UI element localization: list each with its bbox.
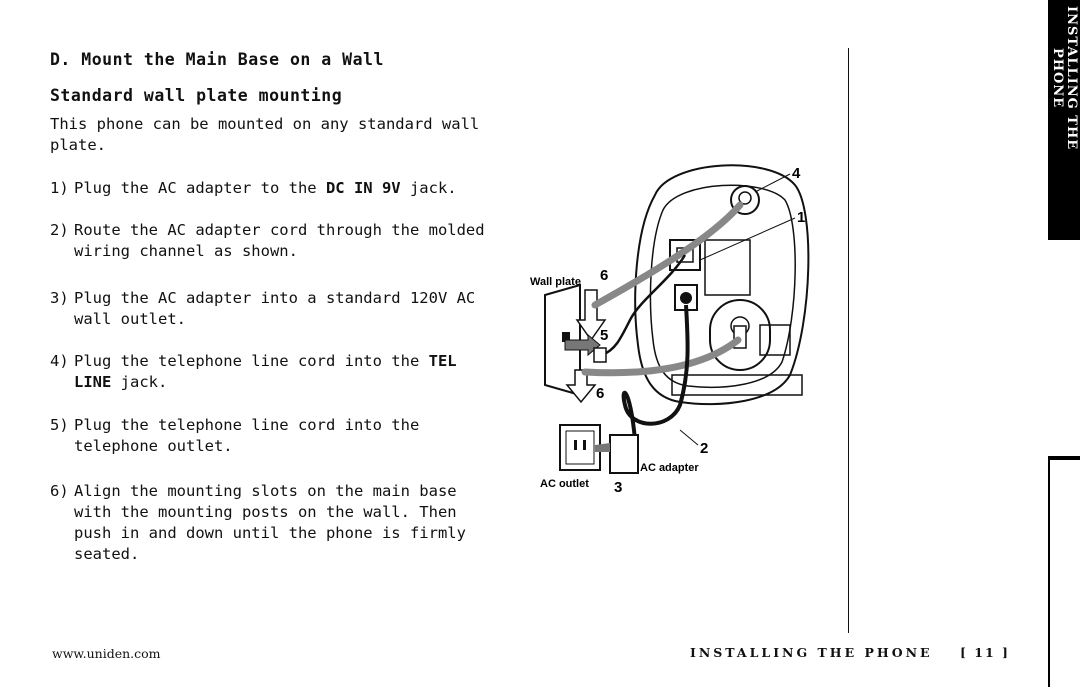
column-divider	[848, 48, 849, 633]
step-number: 2)	[50, 221, 69, 239]
step-text: Plug the telephone line cord into the te…	[74, 416, 420, 455]
callout-6-bottom: 6	[596, 385, 604, 402]
callout-5: 5	[600, 327, 608, 344]
callout-3: 3	[614, 479, 622, 496]
side-tab	[1048, 0, 1080, 240]
ac-adapter	[595, 434, 639, 474]
side-line	[1048, 460, 1050, 687]
jack-name: TEL LINE	[74, 352, 457, 391]
side-tab-label: INSTALLING THE PHONE	[1050, 6, 1079, 151]
step-4: 4) Plug the telephone line cord into the…	[50, 351, 500, 393]
phone-base-inner	[649, 184, 796, 388]
footer-url: www.uniden.com	[52, 646, 161, 661]
callout-6-top: 6	[600, 267, 608, 284]
step-number: 3)	[50, 289, 69, 307]
step-text-end: jack.	[111, 373, 168, 391]
down-arrow-icon	[575, 289, 607, 342]
ac-adapter-label: AC adapter	[640, 462, 699, 474]
footer-section-title: INSTALLING THE PHONE	[690, 645, 933, 660]
step-number: 1)	[50, 179, 69, 197]
step-text-end: jack.	[400, 179, 457, 197]
ac-outlet	[559, 424, 601, 471]
step-text: Route the AC adapter cord through the mo…	[74, 221, 485, 260]
jack-name: DC IN 9V	[325, 179, 401, 197]
wall-plate-label: Wall plate	[530, 276, 581, 288]
callout-4: 4	[792, 165, 801, 182]
callout-2: 2	[700, 440, 708, 457]
section-heading: D. Mount the Main Base on a Wall	[50, 50, 384, 69]
wall-mount-illustration: Wall plate AC outlet AC adapter 1 2 3 4 …	[530, 164, 810, 496]
step-2: 2) Route the AC adapter cord through the…	[50, 220, 500, 262]
jack-panel	[704, 239, 751, 296]
page-number: [ 11 ]	[960, 645, 1010, 660]
step-number: 5)	[50, 416, 69, 434]
step-text: Plug the AC adapter into a standard 120V…	[74, 289, 476, 328]
step-1: 1) Plug the AC adapter to the DC IN 9V j…	[50, 178, 500, 199]
intro-paragraph: This phone can be mounted on any standar…	[50, 115, 480, 154]
step-text: Plug the telephone line cord into the	[74, 352, 429, 370]
telephone-line-cord	[601, 254, 687, 357]
side-rule	[1048, 456, 1080, 460]
step-6: 6) Align the mounting slots on the main …	[50, 481, 500, 565]
mounting-guide-bottom	[581, 336, 742, 377]
step-3: 3) Plug the AC adapter into a standard 1…	[50, 288, 500, 330]
mounting-slot-bottom	[709, 299, 771, 371]
step-number: 4)	[50, 352, 69, 370]
step-text: Plug the AC adapter to the	[74, 179, 326, 197]
step-text: Align the mounting slots on the main bas…	[74, 482, 466, 563]
ac-adapter-cord	[621, 304, 690, 441]
step-number: 6)	[50, 482, 69, 500]
callout-1: 1	[797, 209, 805, 226]
ac-outlet-label: AC outlet	[540, 478, 589, 490]
step-5: 5) Plug the telephone line cord into the…	[50, 415, 500, 457]
mounting-guide-top	[591, 201, 744, 309]
subsection-heading: Standard wall plate mounting	[50, 86, 343, 105]
